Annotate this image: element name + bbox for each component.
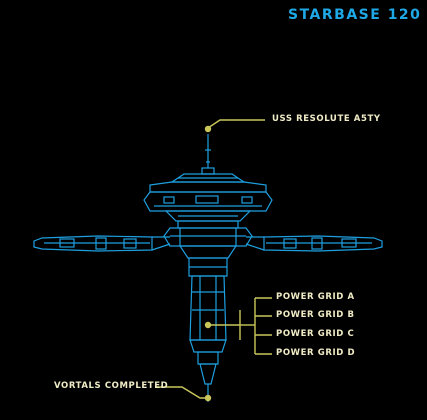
- grid-callout-dot: [204, 321, 212, 329]
- left-pylon: [33, 235, 153, 252]
- power-grid-label-c: POWER GRID C: [276, 329, 355, 339]
- lower-column: [189, 275, 227, 341]
- vortals-callout-line: [155, 386, 208, 399]
- antenna-base: [201, 167, 215, 175]
- ship-callout-dot: [204, 125, 212, 133]
- vortals-callout-label: VORTALS COMPLETED: [54, 381, 169, 391]
- upper-saucer: [149, 181, 267, 193]
- right-pylon: [263, 235, 383, 252]
- ship-callout-label: USS RESOLUTE A5TY: [272, 114, 381, 124]
- upper-neck: [164, 210, 252, 222]
- vortals-callout-dot: [204, 394, 212, 402]
- power-grid-label-d: POWER GRID D: [276, 348, 356, 358]
- central-hub: [177, 220, 239, 229]
- power-grid-label-a: POWER GRID A: [276, 292, 355, 302]
- lower-spire: [199, 363, 217, 385]
- ship-callout-line: [207, 119, 265, 129]
- screen-title: STARBASE 120: [288, 7, 422, 23]
- upper-window: [195, 195, 219, 204]
- power-grid-label-b: POWER GRID B: [276, 310, 355, 320]
